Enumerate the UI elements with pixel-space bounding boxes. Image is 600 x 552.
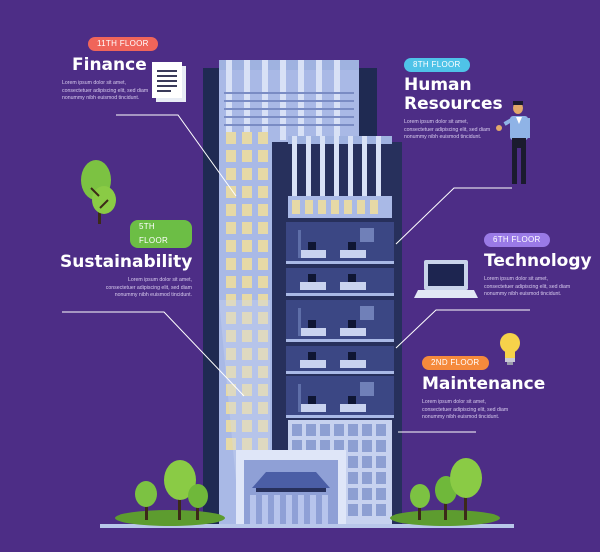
entrance [236,450,346,524]
lightbulb-icon [500,333,520,365]
sustainability-body: Lorem ipsum dolor sit amet, consectetuer… [105,277,192,298]
leader-lines [62,114,530,433]
technology-body: Lorem ipsum dolor sit amet, consectetuer… [484,276,571,297]
maintenance-title: Maintenance [422,374,546,394]
finance-label: 11TH FLOOR Finance Lorem ipsum dolor sit… [62,33,210,103]
technology-title: Technology [484,251,592,271]
sustainability-label: 5TH FLOOR Sustainability Lorem ipsum dol… [60,220,192,300]
finance-title: Finance [72,55,147,75]
technology-floor-badge: 6TH FLOOR [484,233,550,247]
technology-leader-line [395,309,530,349]
landscaping [115,458,500,526]
sustainability-title: Sustainability [60,252,193,272]
maintenance-body: Lorem ipsum dolor sit amet, consectetuer… [422,399,509,420]
sustainability-leader-line [62,311,245,397]
tree-icon [81,160,116,224]
hr-floor-badge: 8TH FLOOR [404,58,470,72]
laptop-icon [414,260,478,298]
hr-body: Lorem ipsum dolor sit amet, consectetuer… [404,119,491,140]
ground-line [100,524,514,528]
finance-floor-badge: 11TH FLOOR [88,37,158,51]
finance-body: Lorem ipsum dolor sit amet, consectetuer… [62,80,149,101]
hr-leader-line [395,187,512,245]
businessman-icon [496,101,530,184]
maintenance-floor-badge: 2ND FLOOR [422,356,489,370]
hr-title: Human Resources [404,75,503,114]
document-icon [152,62,186,102]
sustainability-floor-badge: 5TH FLOOR [130,220,192,248]
finance-leader-line [116,114,237,197]
maintenance-label: 2ND FLOOR Maintenance Lorem ipsum dolor … [422,352,562,422]
technology-label: 6TH FLOOR Technology Lorem ipsum dolor s… [484,229,594,299]
hr-label: 8TH FLOOR Human Resources Lorem ipsum do… [404,54,564,142]
